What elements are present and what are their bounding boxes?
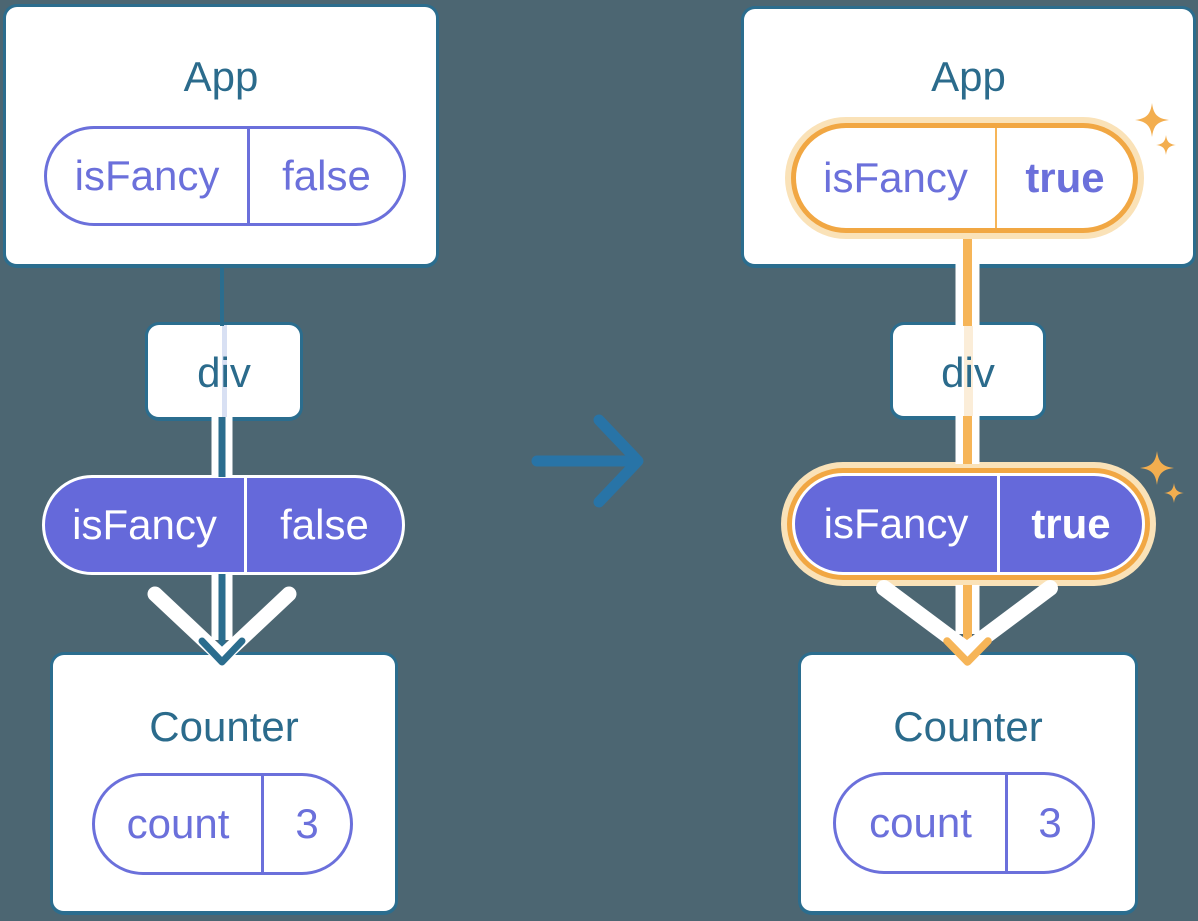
prop-name-label: isFancy	[47, 129, 250, 223]
after-div-label: div	[941, 349, 995, 396]
after-prop-to-counter-arrow	[876, 580, 1058, 666]
after-app-title: App	[931, 53, 1006, 100]
before-div-label: div	[197, 349, 251, 396]
sparkle-icon-small	[1164, 483, 1184, 503]
before-app-title: App	[183, 53, 259, 100]
arrow-chevron-white	[147, 586, 297, 665]
arrow-head	[593, 414, 644, 508]
after-passed-prop-pill: isFancy true	[792, 473, 1145, 575]
state-name-label: count	[836, 775, 1008, 871]
after-app-card: App isFancy true	[741, 6, 1196, 268]
before-passed-prop-pill: isFancy false	[42, 475, 405, 575]
prop-flow-line	[221, 325, 227, 417]
prop-name-label: isFancy	[796, 128, 997, 228]
prop-value-label: false	[282, 152, 371, 199]
before-app-card: App isFancy false	[3, 4, 439, 268]
prop-flow-line-highlighted	[963, 325, 973, 416]
state-name-label: count	[95, 776, 264, 872]
before-app-prop-pill: isFancy false	[44, 126, 406, 226]
prop-value-label: true	[1025, 154, 1105, 201]
arrow-chevron-white	[876, 580, 1058, 658]
after-counter-card: Counter count 3	[798, 652, 1138, 915]
before-counter-card: Counter count 3	[50, 652, 398, 915]
before-prop-to-counter-arrow	[147, 574, 297, 666]
before-counter-title: Counter	[149, 703, 299, 750]
after-app-prop-pill: isFancy true	[791, 123, 1138, 233]
prop-flow-line-highlighted	[963, 233, 972, 265]
before-counter-state-pill: count 3	[92, 773, 353, 875]
prop-value-label: true	[1031, 500, 1111, 547]
prop-value-label: false	[280, 501, 369, 548]
after-counter-title: Counter	[893, 703, 1043, 750]
sparkle-icon-large	[1140, 451, 1174, 485]
after-counter-state-pill: count 3	[833, 772, 1095, 874]
after-div-card: div	[890, 322, 1046, 420]
state-value-label: 3	[1038, 799, 1062, 846]
transition-arrow-icon	[531, 414, 644, 508]
prop-name-label: isFancy	[795, 476, 1000, 572]
prop-name-label: isFancy	[45, 478, 247, 572]
state-value-label: 3	[295, 800, 319, 847]
before-div-card: div	[145, 322, 303, 421]
